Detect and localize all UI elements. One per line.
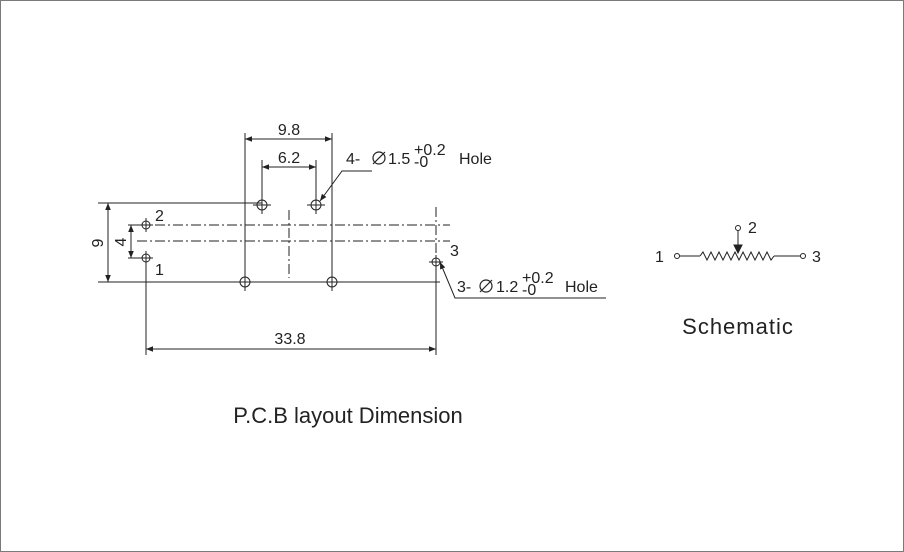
- pin-label-3: 3: [450, 243, 459, 260]
- leader-large-holes: [319, 170, 372, 202]
- hole-pin-2: [139, 218, 153, 232]
- callout-small-holes: 3- 1.2 +0.2 -0 Hole: [457, 270, 598, 299]
- hole-large-bottom-left: [236, 273, 254, 291]
- diameter-icon: [372, 151, 386, 165]
- dim-label-6-2: 6.2: [278, 150, 300, 167]
- svg-text:1.5: 1.5: [388, 151, 410, 168]
- dim-label-4: 4: [113, 237, 130, 246]
- svg-text:Hole: Hole: [565, 279, 598, 296]
- svg-text:4-: 4-: [346, 151, 360, 168]
- svg-text:Hole: Hole: [459, 151, 492, 168]
- dim-label-33-8: 33.8: [274, 331, 305, 348]
- dim-label-9-8: 9.8: [278, 122, 300, 139]
- svg-text:-0: -0: [522, 282, 536, 299]
- schematic-pin2-label: 2: [748, 220, 757, 237]
- wiper-arrow: [733, 244, 743, 255]
- schematic-pin3-label: 3: [812, 249, 821, 266]
- pin-label-1: 1: [155, 262, 164, 279]
- svg-text:3-: 3-: [457, 279, 471, 296]
- schematic-caption: Schematic: [682, 314, 794, 339]
- schematic-pin1-terminal: [674, 253, 680, 259]
- schematic-symbol: [674, 225, 806, 262]
- hole-large-bottom-right: [323, 273, 341, 291]
- callout-large-holes: 4- 1.5 +0.2 -0 Hole: [346, 142, 492, 171]
- diameter-icon: [479, 279, 493, 293]
- schematic-pin3-terminal: [800, 253, 806, 259]
- dim-label-9: 9: [90, 238, 107, 247]
- svg-text:1.2: 1.2: [496, 279, 518, 296]
- leader-small-holes: [439, 261, 606, 299]
- svg-text:-0: -0: [414, 154, 428, 171]
- hole-large-top-right: [307, 196, 325, 214]
- svg-text:+0.2: +0.2: [522, 270, 554, 287]
- schematic-pin2-terminal: [735, 225, 741, 231]
- hole-pin-1: [139, 251, 153, 265]
- schematic-pin1-label: 1: [655, 249, 664, 266]
- pcb-caption: P.C.B layout Dimension: [233, 403, 463, 428]
- hole-pin-3: [429, 255, 443, 269]
- resistor-zigzag: [699, 250, 775, 262]
- pin-label-2: 2: [155, 208, 164, 225]
- hole-large-top-left: [253, 196, 271, 214]
- svg-text:+0.2: +0.2: [414, 142, 446, 159]
